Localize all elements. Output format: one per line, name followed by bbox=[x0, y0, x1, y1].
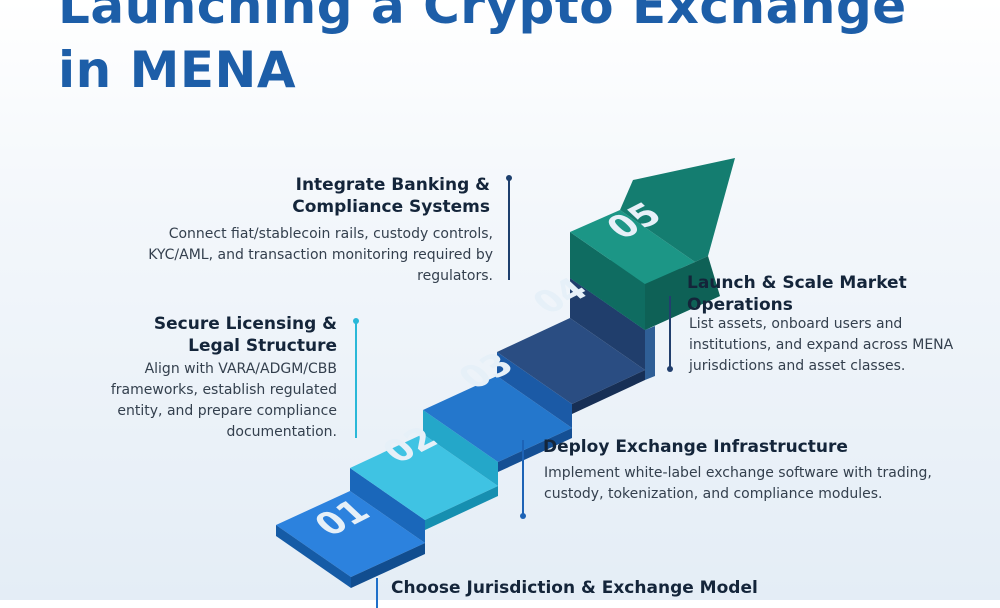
step-01-connector-line bbox=[376, 578, 378, 608]
step-02-heading-line-1: Secure Licensing & bbox=[153, 314, 337, 334]
step-05-heading-line-1: Integrate Banking & bbox=[295, 175, 490, 195]
step-04-connector-dot bbox=[667, 366, 673, 372]
step-04-connector-line bbox=[669, 296, 671, 368]
step-04-heading-line-1: Launch & Scale Market bbox=[687, 273, 907, 293]
step-05-heading: Integrate Banking & Compliance Systems bbox=[230, 174, 490, 218]
step-05-description: Connect fiat/stablecoin rails, custody c… bbox=[148, 226, 493, 284]
step-02-connector-line bbox=[355, 322, 357, 438]
step-05-arrow bbox=[570, 158, 735, 330]
step-02-block bbox=[350, 410, 498, 530]
step-02-connector-dot bbox=[353, 318, 359, 324]
page-title: Launching a Crypto Exchange in MENA bbox=[58, 0, 907, 102]
step-05-heading-line-2: Compliance Systems bbox=[292, 197, 490, 217]
step-01-heading: Choose Jurisdiction & Exchange Model bbox=[391, 578, 758, 598]
step-03-heading: Deploy Exchange Infrastructure bbox=[543, 437, 848, 457]
step-03-description: Implement white-label exchange software … bbox=[544, 465, 932, 502]
step-05-connector-line bbox=[508, 180, 510, 280]
title-line-2: in MENA bbox=[58, 41, 297, 99]
step-04-block bbox=[497, 278, 655, 414]
step-03-connector-line bbox=[522, 440, 524, 516]
step-02-heading-line-2: Legal Structure bbox=[188, 336, 337, 356]
step-02-heading: Secure Licensing & Legal Structure bbox=[100, 313, 337, 357]
step-04-heading: Launch & Scale Market Operations bbox=[687, 272, 987, 316]
step-04-description: List assets, onboard users and instituti… bbox=[689, 316, 954, 374]
step-05-connector-dot bbox=[506, 175, 512, 181]
step-04-heading-line-2: Operations bbox=[687, 295, 793, 315]
title-line-1: Launching a Crypto Exchange bbox=[58, 0, 907, 35]
step-02-description: Align with VARA/ADGM/CBB frameworks, est… bbox=[110, 361, 337, 440]
step-01-block bbox=[276, 468, 425, 588]
step-03-block bbox=[423, 352, 572, 472]
step-03-connector-dot bbox=[520, 513, 526, 519]
